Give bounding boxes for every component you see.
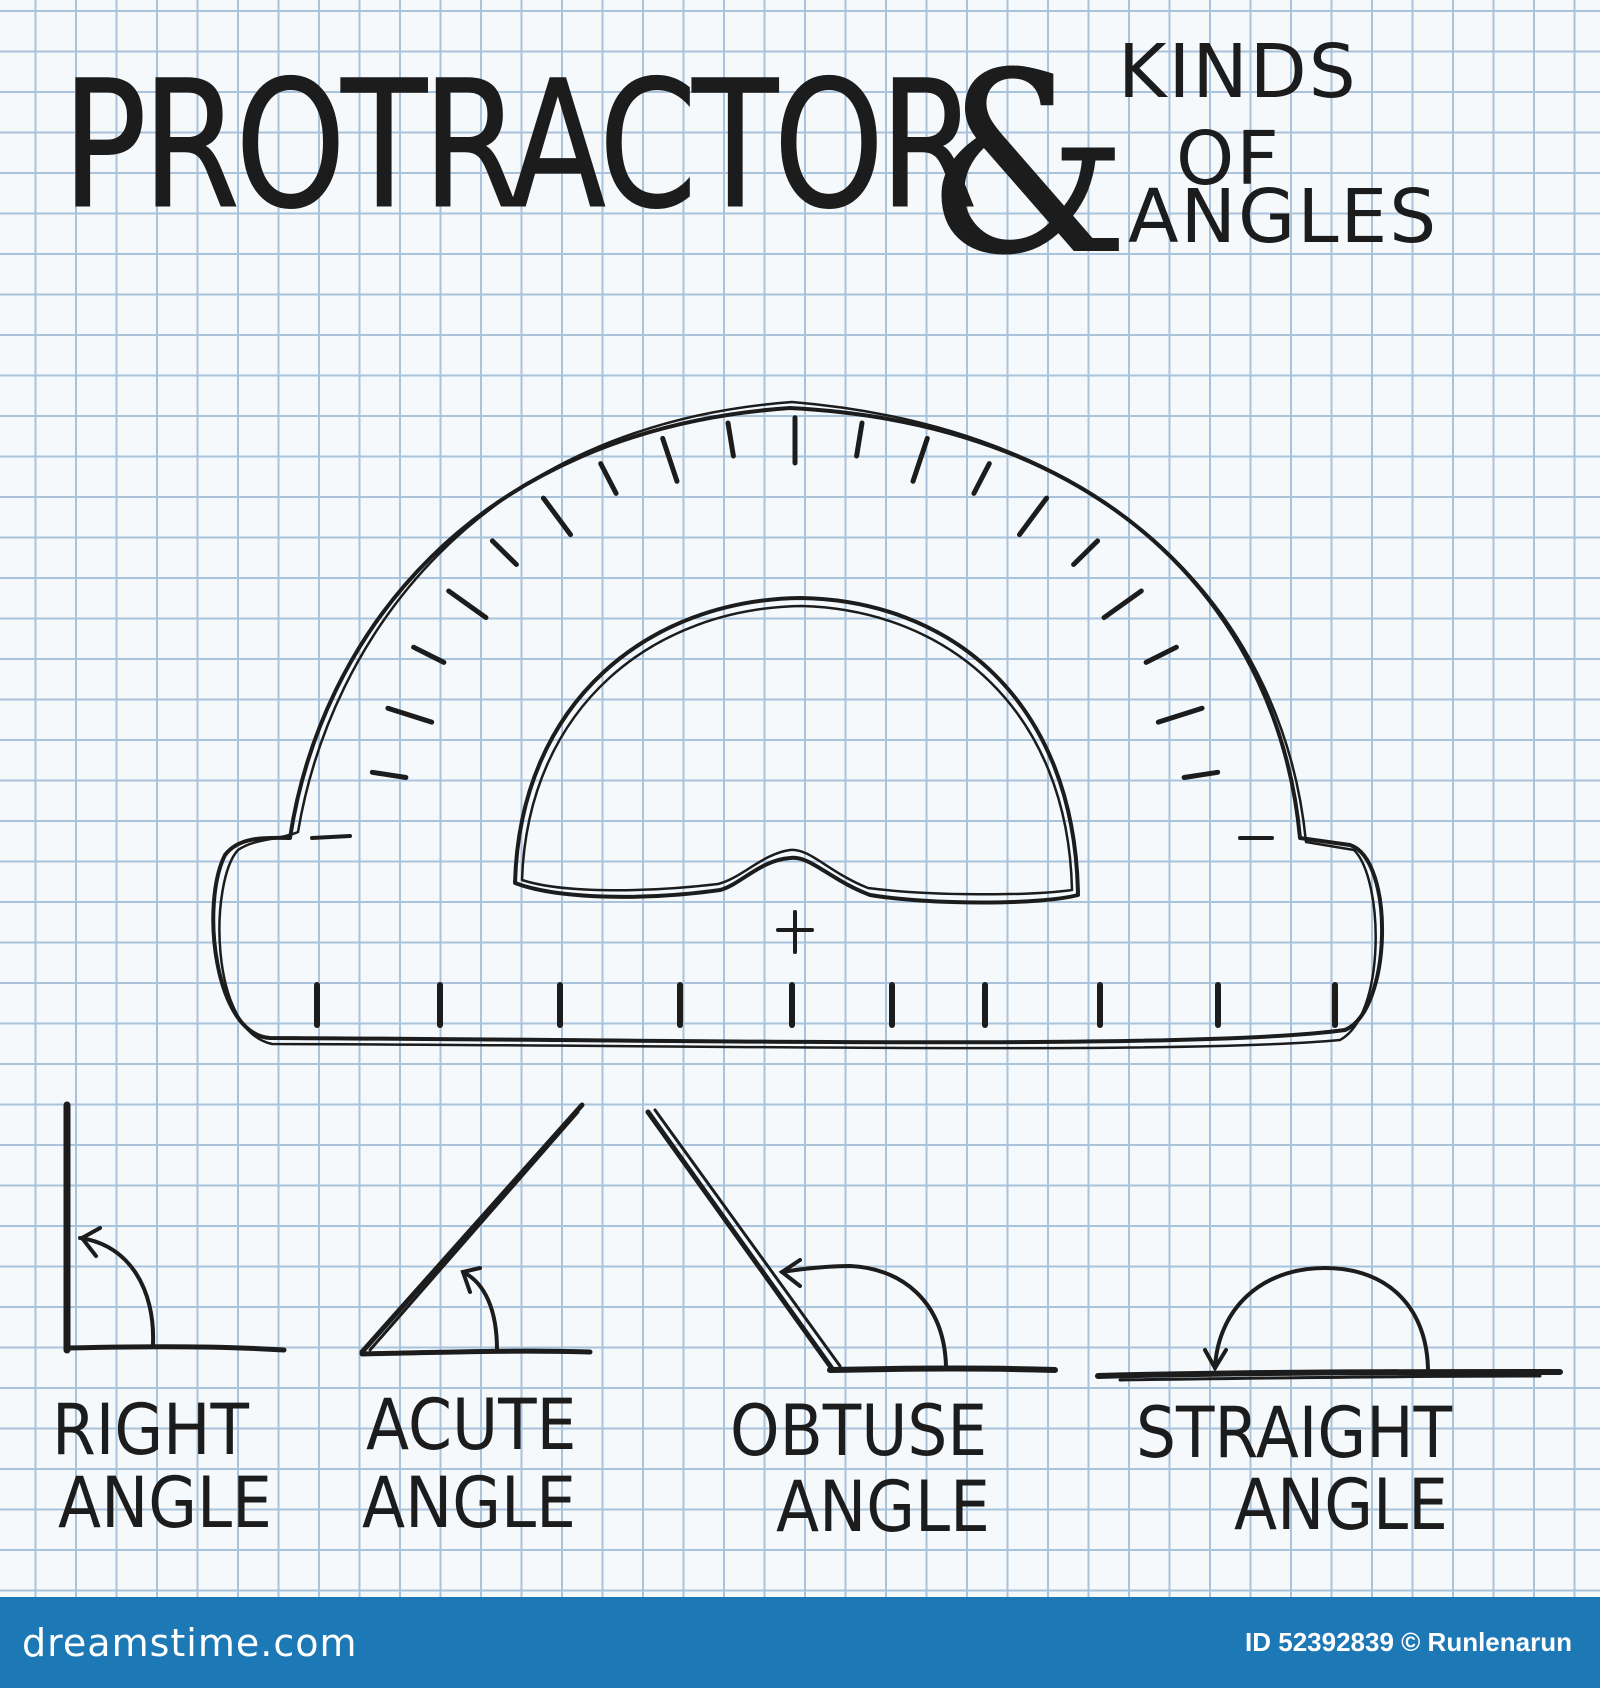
title-angles: ANGLES	[1128, 174, 1439, 260]
protractor-center-mark	[776, 910, 814, 954]
straight-angle-label-line2: ANGLE	[1234, 1464, 1448, 1546]
right-angle-label-line2: ANGLE	[58, 1462, 272, 1544]
right-angle-label-line1: RIGHT	[52, 1389, 250, 1471]
protractor-arc-tick	[1143, 644, 1179, 665]
acute-angle-label-line2: ANGLE	[362, 1462, 576, 1544]
protractor-arc-tick	[725, 420, 736, 459]
protractor-arc-tick	[1017, 495, 1050, 538]
graph-paper-background	[0, 0, 1600, 1597]
protractor-arc-tick	[411, 644, 447, 665]
protractor-outline	[211, 400, 1384, 1050]
protractor-arc-ticks	[369, 415, 1221, 780]
dreamstime-logo[interactable]: dreamstime.com	[22, 1621, 358, 1665]
image-id-credit: ID 52392839 © Runlenarun	[1245, 1627, 1572, 1657]
obtuse-angle-arrow	[778, 1258, 802, 1288]
protractor-arc-tick	[854, 420, 865, 459]
protractor-arc-tick	[540, 495, 573, 538]
obtuse-angle-label-line1: OBTUSE	[730, 1390, 988, 1472]
protractor-base-ticks	[314, 982, 1338, 1028]
protractor-ledge-ticks	[310, 834, 1274, 840]
acute-angle-arrow	[460, 1266, 482, 1294]
protractor-arc-tick	[971, 461, 992, 496]
obtuse-angle-figure	[645, 1108, 1058, 1373]
protractor-diagram	[63, 400, 1563, 1382]
straight-angle-arrow	[1203, 1348, 1228, 1372]
protractor-arc-tick	[385, 705, 435, 725]
protractor-inner-window	[513, 596, 1080, 905]
right-angle-figure	[63, 1101, 287, 1354]
protractor-arc-tick	[598, 461, 619, 496]
protractor-arc-tick	[910, 435, 930, 484]
straight-angle-figure	[1095, 1265, 1563, 1382]
right-angle-arrow	[78, 1226, 102, 1258]
acute-angle-label-line1: ACUTE	[366, 1384, 577, 1466]
title-protractor: PROTRACTOR	[62, 43, 978, 248]
title-kinds: KINDS	[1118, 29, 1358, 115]
protractor-arc-tick	[1181, 769, 1221, 780]
obtuse-angle-label-line2: ANGLE	[776, 1466, 990, 1548]
title-ampersand: &	[925, 19, 1130, 310]
protractor-arc-tick	[489, 538, 519, 567]
title-of: OF	[1176, 116, 1281, 202]
footer-bar: dreamstime.com ID 52392839 © Runlenarun	[0, 1597, 1600, 1688]
protractor-arc-tick	[1101, 588, 1144, 621]
acute-angle-figure	[359, 1102, 593, 1357]
protractor-arc-tick	[1155, 705, 1205, 725]
straight-angle-label-line1: STRAIGHT	[1136, 1392, 1453, 1474]
protractor-arc-tick	[446, 588, 489, 621]
protractor-arc-tick	[1071, 538, 1101, 567]
protractor-arc-tick	[660, 435, 680, 484]
protractor-arc-tick	[369, 769, 409, 780]
